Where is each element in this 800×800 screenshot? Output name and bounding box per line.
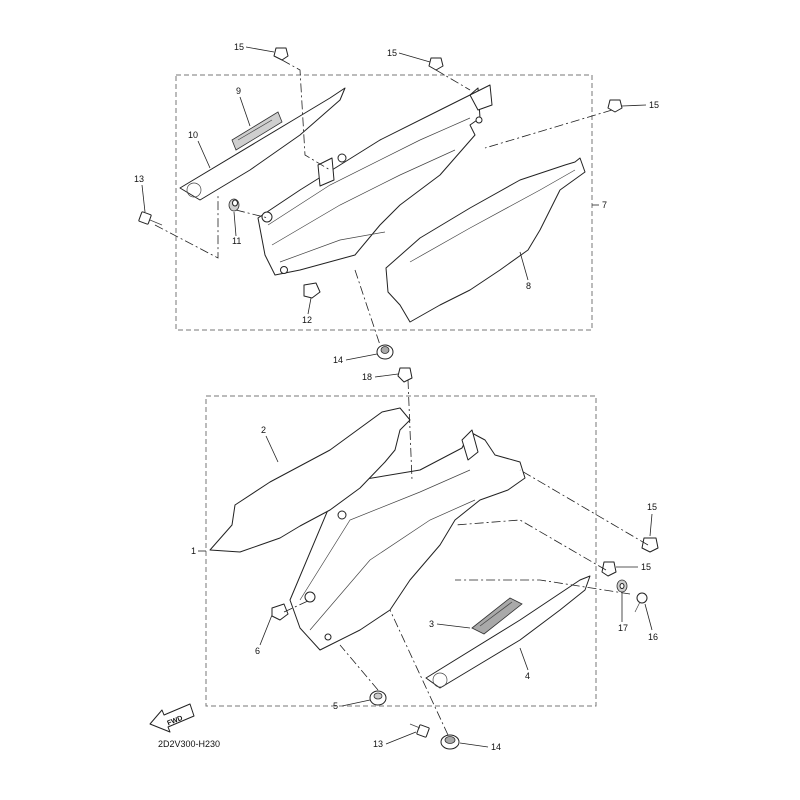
callout-15-b: 15 [387,48,397,58]
part-14-grommet-middle [376,344,394,360]
part-15-clip-c [607,99,623,113]
callout-17: 17 [618,623,628,633]
callout-13-a: 13 [134,174,144,184]
part-15-clip-e [601,561,617,577]
upper-assembly-frame [175,74,593,331]
part-6-grommet [271,603,289,621]
part-17-washer [616,579,628,593]
callout-14-b: 14 [491,742,501,752]
part-7-side-cover-assembly [257,84,493,276]
part-1-side-cover-assembly [289,429,526,651]
fwd-arrow: FWD [149,703,195,733]
part-4-label-plate [425,575,591,689]
part-15-clip-b [428,57,444,71]
callout-1: 1 [191,546,196,556]
callout-9: 9 [236,86,241,96]
callout-15-d: 15 [647,502,657,512]
callout-11: 11 [232,236,241,246]
callout-4: 4 [525,671,530,681]
callout-16: 16 [648,632,658,642]
part-13-bolt-lower [409,723,430,738]
callout-15-a: 15 [234,42,244,52]
part-10-label-plate [179,87,346,201]
callout-2: 2 [261,425,266,435]
callout-15-c: 15 [649,100,659,110]
callout-14-a: 14 [333,355,343,365]
part-15-clip-a [273,47,289,61]
callout-7: 7 [602,200,607,210]
part-2-inner-panel [209,407,411,553]
part-11-grommet [228,198,240,212]
diagram-code: 2D2V300-H230 [158,739,220,749]
part-3-emblem [471,597,523,635]
callout-3: 3 [429,619,434,629]
part-12-grommet [303,282,321,299]
callout-18: 18 [362,372,372,382]
part-8-inner-panel [385,157,586,323]
callout-12: 12 [302,315,312,325]
part-9-emblem [231,111,283,151]
assembly-lines [154,59,649,736]
callout-10: 10 [188,130,198,140]
part-13-bolt-upper [138,211,163,226]
part-15-clip-d [641,537,659,553]
callout-6: 6 [255,646,260,656]
callout-8: 8 [526,281,531,291]
part-18-clip [397,367,413,383]
callouts: 15 15 15 9 10 7 13 11 8 12 14 18 2 1 15 … [134,42,659,752]
callout-15-e: 15 [641,562,651,572]
part-14-grommet-lower [440,734,460,750]
callout-13-b: 13 [373,739,383,749]
part-5-grommet [369,690,387,706]
part-16-screw [634,592,648,613]
callout-5: 5 [333,701,338,711]
